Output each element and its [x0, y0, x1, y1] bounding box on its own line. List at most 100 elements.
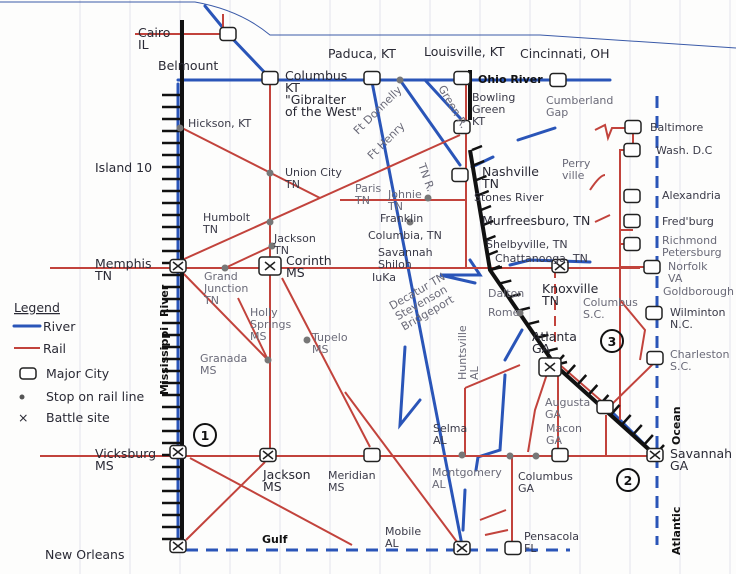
label-line: "Gibralter: [285, 92, 347, 107]
label-line: TN: [354, 194, 370, 207]
label-line: IL: [138, 37, 149, 52]
major-city-marker: [551, 447, 569, 463]
label-line: New Orleans: [45, 547, 124, 562]
major-city-marker: [549, 72, 567, 88]
rail-line: [344, 391, 461, 547]
campaign-markers: 1 2 3: [193, 329, 640, 492]
label-columbia-tn: Columbia, TN: [368, 229, 442, 242]
label-line: KT: [472, 115, 485, 128]
label-line: Petersburg: [662, 246, 722, 259]
label-stones-river: Stones River: [474, 191, 544, 204]
label-line: Baltimore: [650, 121, 703, 134]
rivers: [176, 4, 659, 552]
major-city-marker: [363, 447, 381, 463]
rail-line: [479, 456, 513, 545]
label-cincinnati: Cincinnati, OH: [520, 46, 610, 61]
label-line: Norfolk: [668, 260, 708, 273]
label-line: Wash. D.C: [656, 144, 713, 157]
front-tick: [485, 234, 496, 242]
label-line: Junction: [203, 282, 248, 295]
label-line: Johnie: [387, 188, 422, 201]
battle-x-icon: [264, 261, 276, 271]
label-hickson: Hickson, KT: [188, 117, 252, 130]
battle-x-icon: [554, 261, 566, 271]
campaign-2-circle: [616, 468, 640, 492]
label-rome: Rome: [488, 306, 520, 319]
city-markers: [169, 26, 664, 556]
major-city-marker: [646, 350, 664, 366]
front-tick: [620, 414, 632, 426]
label-line: Goldborough: [663, 285, 734, 298]
major-city-marker: [624, 119, 642, 135]
label-line: Columbus: [518, 470, 573, 483]
major-city-marker: [453, 70, 471, 86]
label-line: AL: [433, 434, 448, 447]
front-tick: [565, 364, 577, 376]
label-line: Columbus: [583, 296, 638, 309]
tennessee-river: [370, 80, 464, 547]
label-line: MS: [286, 265, 305, 280]
major-city-marker: [596, 399, 614, 415]
rail-stop-dot: [424, 194, 432, 202]
label-line: Ohio River: [478, 73, 543, 86]
legend-stop: Stop on rail line: [46, 389, 145, 404]
rail-line: [619, 133, 650, 420]
major-city-marker: [363, 70, 381, 86]
label-line: Mississippi: [158, 327, 171, 395]
label-huntsville: HuntsvilleAL: [456, 325, 481, 380]
label-louisville: Louisville, KT: [424, 44, 505, 59]
label-line: MS: [250, 330, 266, 343]
legend: Legend River Rail Major City Stop on rai…: [12, 300, 145, 425]
front-tick: [545, 347, 559, 353]
legend-major-city: Major City: [46, 366, 110, 381]
major-city-icon: [19, 367, 37, 380]
battle-x-icon: [172, 261, 184, 271]
legend-title: Legend: [14, 300, 60, 315]
label-fredburg: Fred'burg: [662, 215, 714, 228]
label-line: Richmond: [662, 234, 717, 247]
major-city-marker: [504, 540, 522, 556]
rail-stop-dot: [406, 218, 414, 226]
label-line: AL: [385, 537, 400, 550]
rail-line: [605, 361, 656, 411]
label-line: TN: [202, 223, 218, 236]
label-iuka: IuKa: [372, 271, 396, 284]
legend-battle: Battle site: [46, 410, 110, 425]
label-dalton: Dalton: [488, 287, 524, 300]
label-line: TN: [541, 293, 559, 308]
label-line: TN: [273, 244, 289, 257]
label-line: Corinth: [286, 253, 332, 268]
label-line: TN: [284, 178, 300, 191]
campaign-3-circle: [600, 329, 624, 353]
label-line: Cumberland: [546, 94, 613, 107]
label-alexandria: Alexandria: [662, 189, 721, 202]
river-coosa: [461, 328, 524, 532]
rail-stop-dot: [532, 452, 540, 460]
front-tick: [587, 384, 599, 396]
label-line: Jackson: [273, 232, 316, 245]
major-city-marker: [623, 213, 641, 229]
label-line: Murfreesburo, TN: [482, 213, 590, 228]
label-line: Dalton: [488, 287, 524, 300]
label-line: AL: [468, 365, 481, 380]
label-line: Paduca, KT: [328, 46, 396, 61]
rail-line: [185, 461, 266, 541]
label-line: GA: [545, 408, 562, 421]
major-city-marker: [623, 188, 641, 204]
label-line: TN: [94, 268, 112, 283]
label-line: Tupelo: [311, 331, 348, 344]
green-river: [423, 78, 462, 120]
label-goldborough: Goldborough: [663, 285, 734, 298]
